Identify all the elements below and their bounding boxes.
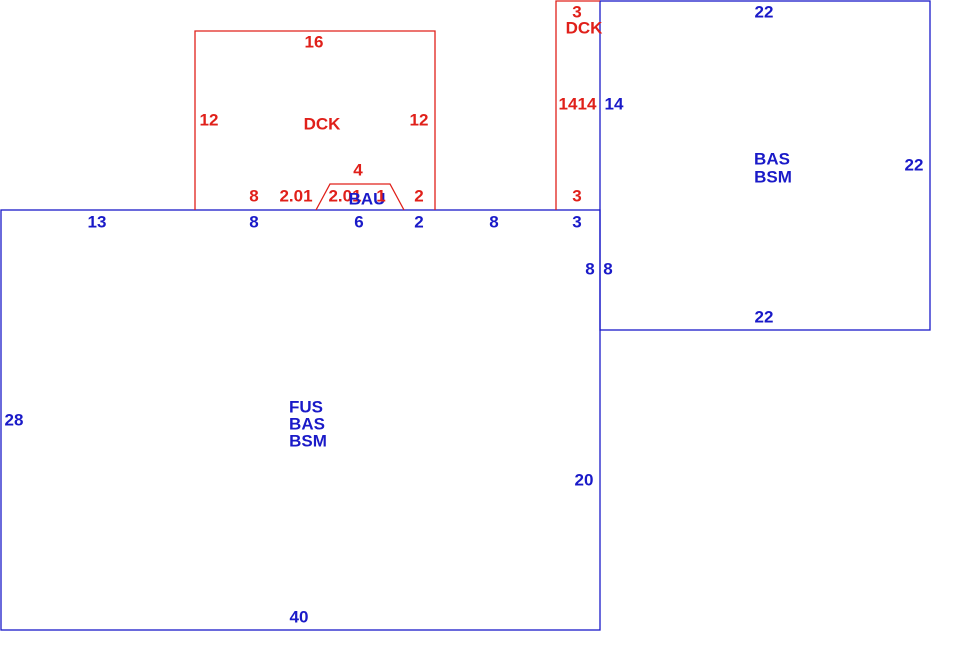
main-dim-right-upper: 8 <box>585 260 594 279</box>
deck-top-code: DCK <box>304 115 342 134</box>
main-structure-outline <box>0 209 601 631</box>
main-code-2: BAS <box>289 415 325 434</box>
bay-window-outline <box>315 183 405 211</box>
bay-code: BAU <box>349 190 386 209</box>
garage-code-2: BSM <box>754 168 792 187</box>
deck-right-outline <box>555 0 600 210</box>
main-dim-top-2: 8 <box>249 213 258 232</box>
deck-top-dim-bottom-left: 8 <box>249 187 258 206</box>
garage-dim-right: 22 <box>905 156 924 175</box>
main-dim-top-5: 8 <box>489 213 498 232</box>
main-code-3: BSM <box>289 432 327 451</box>
bay-dim-slope-right: 1 <box>376 187 385 206</box>
main-code-1: FUS <box>289 398 323 417</box>
garage-dim-left: 14 <box>605 95 624 114</box>
main-dim-top-1: 13 <box>88 213 107 232</box>
deck-right-dim-bottom: 3 <box>572 187 581 206</box>
deck-right-dim-right: 14 <box>578 95 597 114</box>
deck-top-dim-bottom-mid-2: 2.01 <box>328 187 361 206</box>
garage-dim-top: 22 <box>755 3 774 22</box>
deck-right-code: DCK <box>566 19 604 38</box>
garage-dim-left-lower: 8 <box>603 260 612 279</box>
main-dim-top-6: 3 <box>572 213 581 232</box>
main-dim-left: 28 <box>5 411 24 430</box>
deck-top-dim-right: 12 <box>410 111 429 130</box>
deck-top-dim-top: 16 <box>305 33 324 52</box>
deck-top-outline <box>194 30 436 210</box>
main-dim-top-3: 6 <box>354 213 363 232</box>
garage-code-1: BAS <box>754 150 790 169</box>
garage-structure-outline <box>599 0 931 331</box>
main-dim-top-4: 2 <box>414 213 423 232</box>
deck-right-dim-top: 3 <box>572 3 581 22</box>
main-dim-right-lower: 20 <box>575 471 594 490</box>
bay-dim-top: 4 <box>353 161 363 180</box>
deck-top-dim-bottom-mid-1: 2.01 <box>279 187 312 206</box>
deck-top-dim-bottom-right: 2 <box>414 187 423 206</box>
main-dim-bottom: 40 <box>290 608 309 627</box>
garage-dim-bottom: 22 <box>755 308 774 327</box>
deck-right-dim-left: 14 <box>559 95 578 114</box>
deck-top-dim-left: 12 <box>200 111 219 130</box>
